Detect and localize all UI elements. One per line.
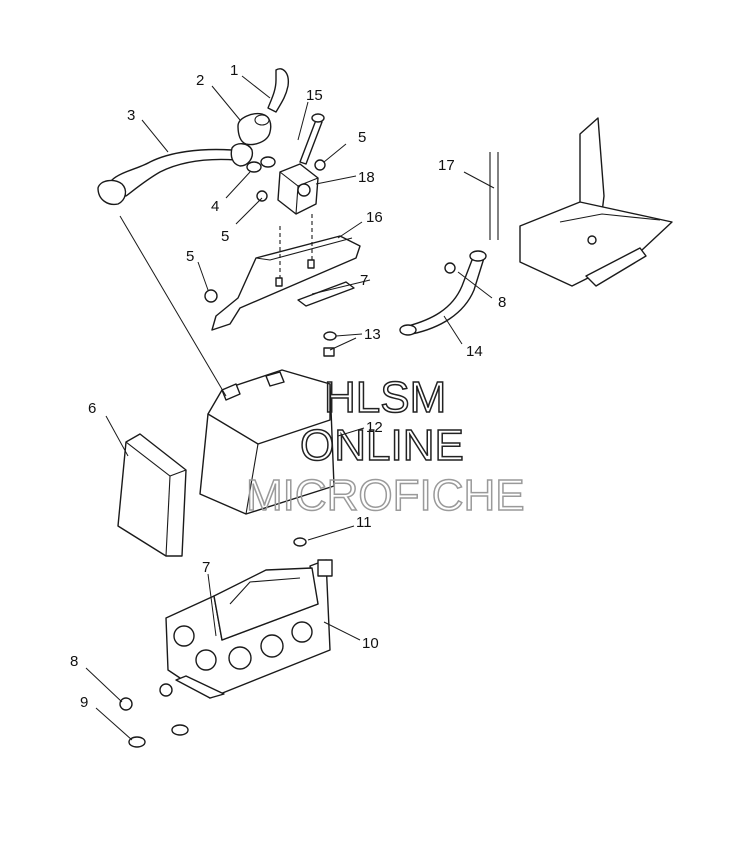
watermark: HLSM ONLINE MICROFICHE bbox=[245, 372, 525, 521]
watermark-line-1: HLSM bbox=[324, 373, 446, 422]
part-1-cable bbox=[267, 68, 290, 113]
part-5-nut bbox=[204, 289, 218, 303]
callout-16: 16 bbox=[366, 209, 383, 226]
part-9-screw bbox=[128, 683, 189, 748]
callout-10: 10 bbox=[362, 635, 379, 652]
callout-labels: 1 2 3 4 5 5 5 6 7 7 8 8 9 10 11 12 13 14… bbox=[70, 62, 506, 711]
callout-7-upper: 7 bbox=[360, 272, 368, 289]
callout-15: 15 bbox=[306, 87, 323, 104]
part-4-washer bbox=[246, 156, 276, 173]
callout-6: 6 bbox=[88, 400, 96, 417]
part-11-bolt bbox=[293, 537, 307, 547]
callout-7-lower: 7 bbox=[202, 559, 210, 576]
part-10-battery-tray bbox=[165, 559, 333, 699]
callout-11: 11 bbox=[356, 514, 372, 531]
watermark-line-3: MICROFICHE bbox=[246, 471, 525, 520]
part-8-nut-lower bbox=[119, 697, 133, 711]
part-18-solenoid bbox=[256, 159, 326, 215]
part-16-bracket bbox=[211, 214, 361, 331]
watermark-line-2: ONLINE bbox=[300, 421, 464, 470]
part-3-cable bbox=[97, 143, 254, 206]
part-14-ground-strap bbox=[399, 250, 487, 336]
callout-9: 9 bbox=[80, 694, 88, 711]
part-13-bolt bbox=[323, 331, 337, 357]
callout-4: 4 bbox=[211, 198, 219, 215]
callout-12: 12 bbox=[366, 419, 383, 436]
callout-8-lower: 8 bbox=[70, 653, 78, 670]
callout-18: 18 bbox=[358, 169, 375, 186]
callout-13: 13 bbox=[364, 326, 381, 343]
callout-5-upper: 5 bbox=[358, 129, 366, 146]
callout-2: 2 bbox=[196, 72, 204, 89]
callout-17: 17 bbox=[438, 157, 455, 174]
frame-section bbox=[489, 117, 673, 287]
callout-5-lower: 5 bbox=[186, 248, 194, 265]
part-7-pad-upper bbox=[297, 281, 355, 307]
callout-1: 1 bbox=[230, 62, 238, 79]
callout-8-upper: 8 bbox=[498, 294, 506, 311]
callout-5-middle: 5 bbox=[221, 228, 229, 245]
leader-lines bbox=[85, 75, 495, 741]
callout-3: 3 bbox=[127, 107, 135, 124]
part-2-cap bbox=[237, 112, 272, 146]
part-15-lever bbox=[299, 113, 325, 165]
callout-14: 14 bbox=[466, 343, 483, 360]
part-6-pad bbox=[117, 433, 187, 557]
part-battery bbox=[199, 369, 335, 515]
